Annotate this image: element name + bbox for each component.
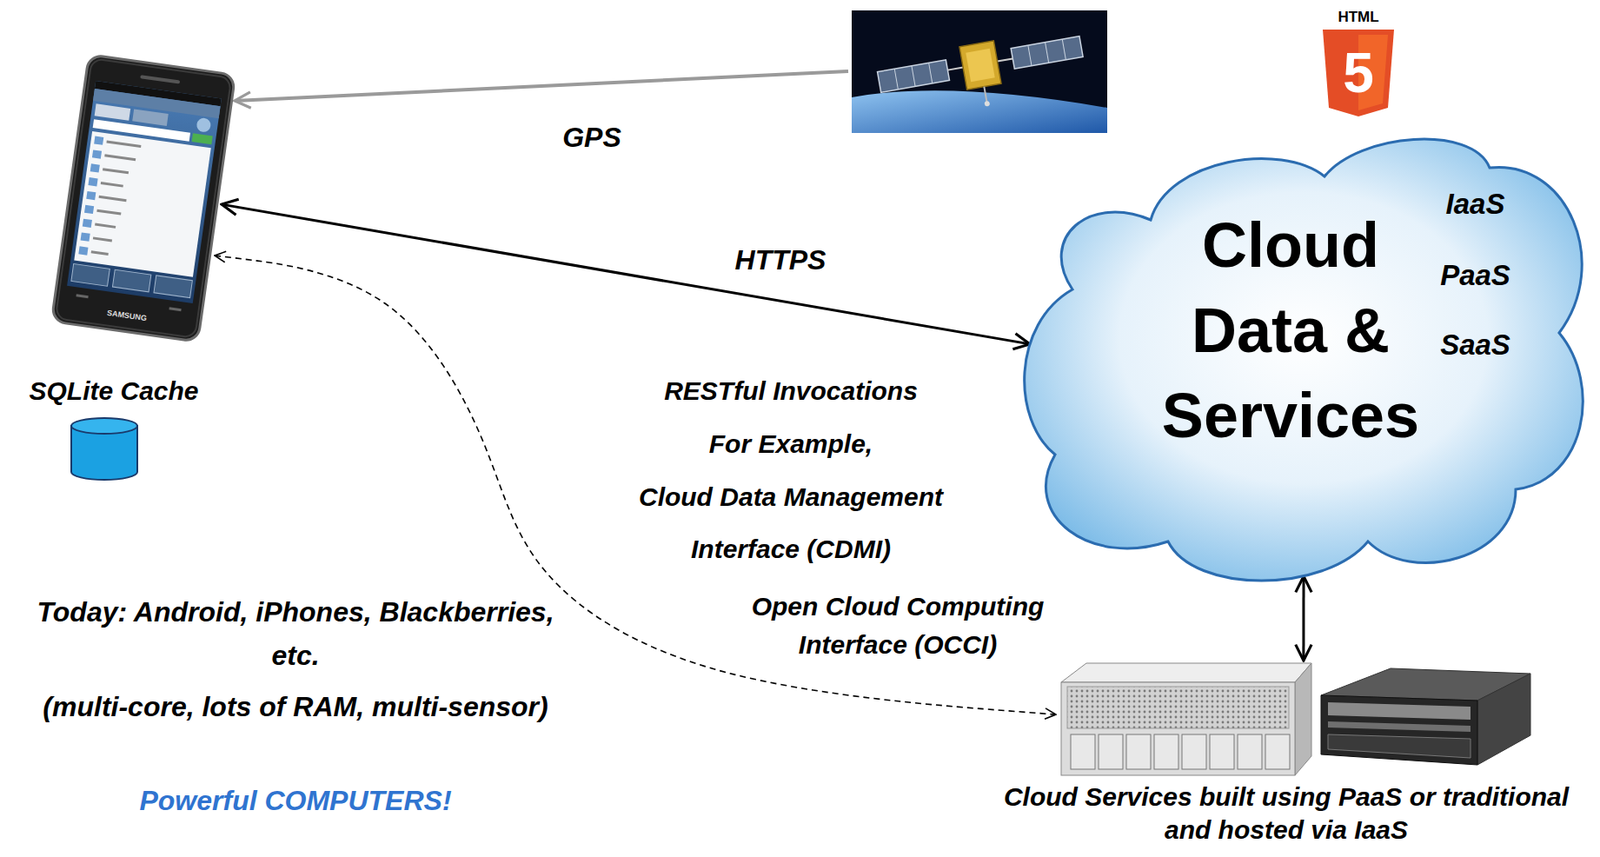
rack-server <box>1209 734 1235 770</box>
dell-server <box>1327 702 1471 720</box>
rack-server <box>1154 734 1179 770</box>
gps-satellite <box>983 86 987 103</box>
signal-label: GPS <box>531 120 653 154</box>
gps-arrow <box>234 71 849 101</box>
gps-satellite <box>851 10 1108 133</box>
smartphone <box>86 191 96 200</box>
smartphone <box>92 149 102 159</box>
gps-satellite <box>947 66 963 70</box>
protocol-note: Cloud Data Management Interface (CDMI) <box>582 471 1000 576</box>
smartphone <box>94 223 116 229</box>
cloud-shape <box>1024 139 1584 581</box>
connector-arrow <box>1301 576 1305 661</box>
rack-server <box>1237 734 1262 770</box>
smartphone <box>94 103 132 120</box>
smartphone <box>168 306 181 312</box>
smartphone <box>139 74 180 84</box>
protocol-note: RESTful Invocations <box>564 371 1017 411</box>
smartphone <box>87 177 98 186</box>
smartphone <box>112 269 151 293</box>
smartphone <box>66 80 222 304</box>
server-node: Cloud Services built using PaaS or tradi… <box>1055 660 1534 778</box>
dell-server <box>1327 734 1471 758</box>
rack-server <box>1181 734 1207 770</box>
rack-server <box>1070 734 1096 770</box>
dell-server <box>1321 695 1478 765</box>
smartphone <box>90 163 100 173</box>
rack-server <box>1061 663 1312 776</box>
smartphone <box>75 293 88 299</box>
rack-server <box>1265 734 1290 770</box>
dell-server <box>1327 721 1471 732</box>
connector-arrow <box>221 204 1030 345</box>
gps-satellite <box>997 58 1014 61</box>
gps-satellite <box>1028 45 1032 67</box>
gps-satellite <box>1010 36 1083 70</box>
gps-satellite <box>851 90 1108 133</box>
gps-satellite <box>965 48 995 82</box>
server-caption: Cloud Services built using PaaS or tradi… <box>990 780 1582 847</box>
gps-satellite <box>929 62 933 84</box>
rack-server <box>1061 682 1295 776</box>
cloud-title: Cloud Data & Services <box>1142 202 1439 459</box>
smartphone <box>106 139 141 148</box>
gps-satellite <box>877 59 950 93</box>
smartphone <box>132 108 169 126</box>
smartphone <box>55 58 232 339</box>
smartphone <box>100 181 124 188</box>
smartphone <box>192 132 213 145</box>
logo-text: HTML <box>1319 8 1398 27</box>
smartphone <box>73 131 212 278</box>
smartphone <box>153 275 193 299</box>
rack-server <box>1098 734 1123 770</box>
smartphone <box>82 219 93 228</box>
smartphone <box>96 209 121 216</box>
smartphone <box>84 205 94 214</box>
device-note: Today: Android, iPhones, Blackberries, e… <box>34 590 557 678</box>
smartphone <box>91 250 109 256</box>
gps-satellite <box>851 10 1108 133</box>
service-model: IaaS <box>1425 186 1526 222</box>
gps-satellite <box>894 68 898 90</box>
database-cylinder <box>71 418 138 434</box>
gps-satellite <box>1045 42 1049 64</box>
smartphone <box>92 236 113 242</box>
protocol-note: For Example, <box>564 424 1017 464</box>
smartphone <box>71 264 110 287</box>
smartphone <box>102 167 129 174</box>
smartphone-node: SQLite Cache <box>50 60 237 339</box>
smartphone <box>51 54 235 343</box>
service-model: PaaS <box>1425 258 1526 293</box>
gps-arrow <box>234 71 849 101</box>
smartphone <box>93 136 104 146</box>
cache-label: SQLite Cache <box>0 373 227 409</box>
smartphone <box>99 195 127 202</box>
gps-satellite <box>983 100 990 107</box>
database-cylinder <box>71 418 138 480</box>
cloud-node: Cloud Data & ServicesIaaS PaaS SaaS <box>1020 132 1597 592</box>
rack-server <box>1126 734 1151 770</box>
device-note: (multi-core, lots of RAM, multi-sensor) <box>26 684 565 729</box>
smartphone <box>195 117 212 133</box>
smartphone <box>51 54 235 343</box>
logo-number: 5 <box>1321 42 1396 104</box>
brand-text: SAMSUNG <box>92 305 163 326</box>
gps-satellite <box>911 66 916 87</box>
protocol-note: Open Cloud Computing Interface (OCCI) <box>723 587 1072 664</box>
smartphone <box>80 232 91 241</box>
rack-server <box>1294 663 1312 776</box>
device-note: Powerful COMPUTERS! <box>34 781 557 820</box>
dell-server <box>1321 668 1531 765</box>
edge-label: HTTPS <box>702 243 859 277</box>
gps-satellite <box>875 26 1089 125</box>
smartphone <box>78 245 88 255</box>
rack-server <box>1067 686 1289 729</box>
rack-server <box>1061 663 1312 683</box>
gps-satellite <box>959 40 1002 90</box>
smartphone <box>104 153 136 161</box>
service-model: SaaS <box>1425 327 1526 363</box>
dell-server <box>1477 673 1531 765</box>
gps-satellite <box>1062 39 1066 60</box>
